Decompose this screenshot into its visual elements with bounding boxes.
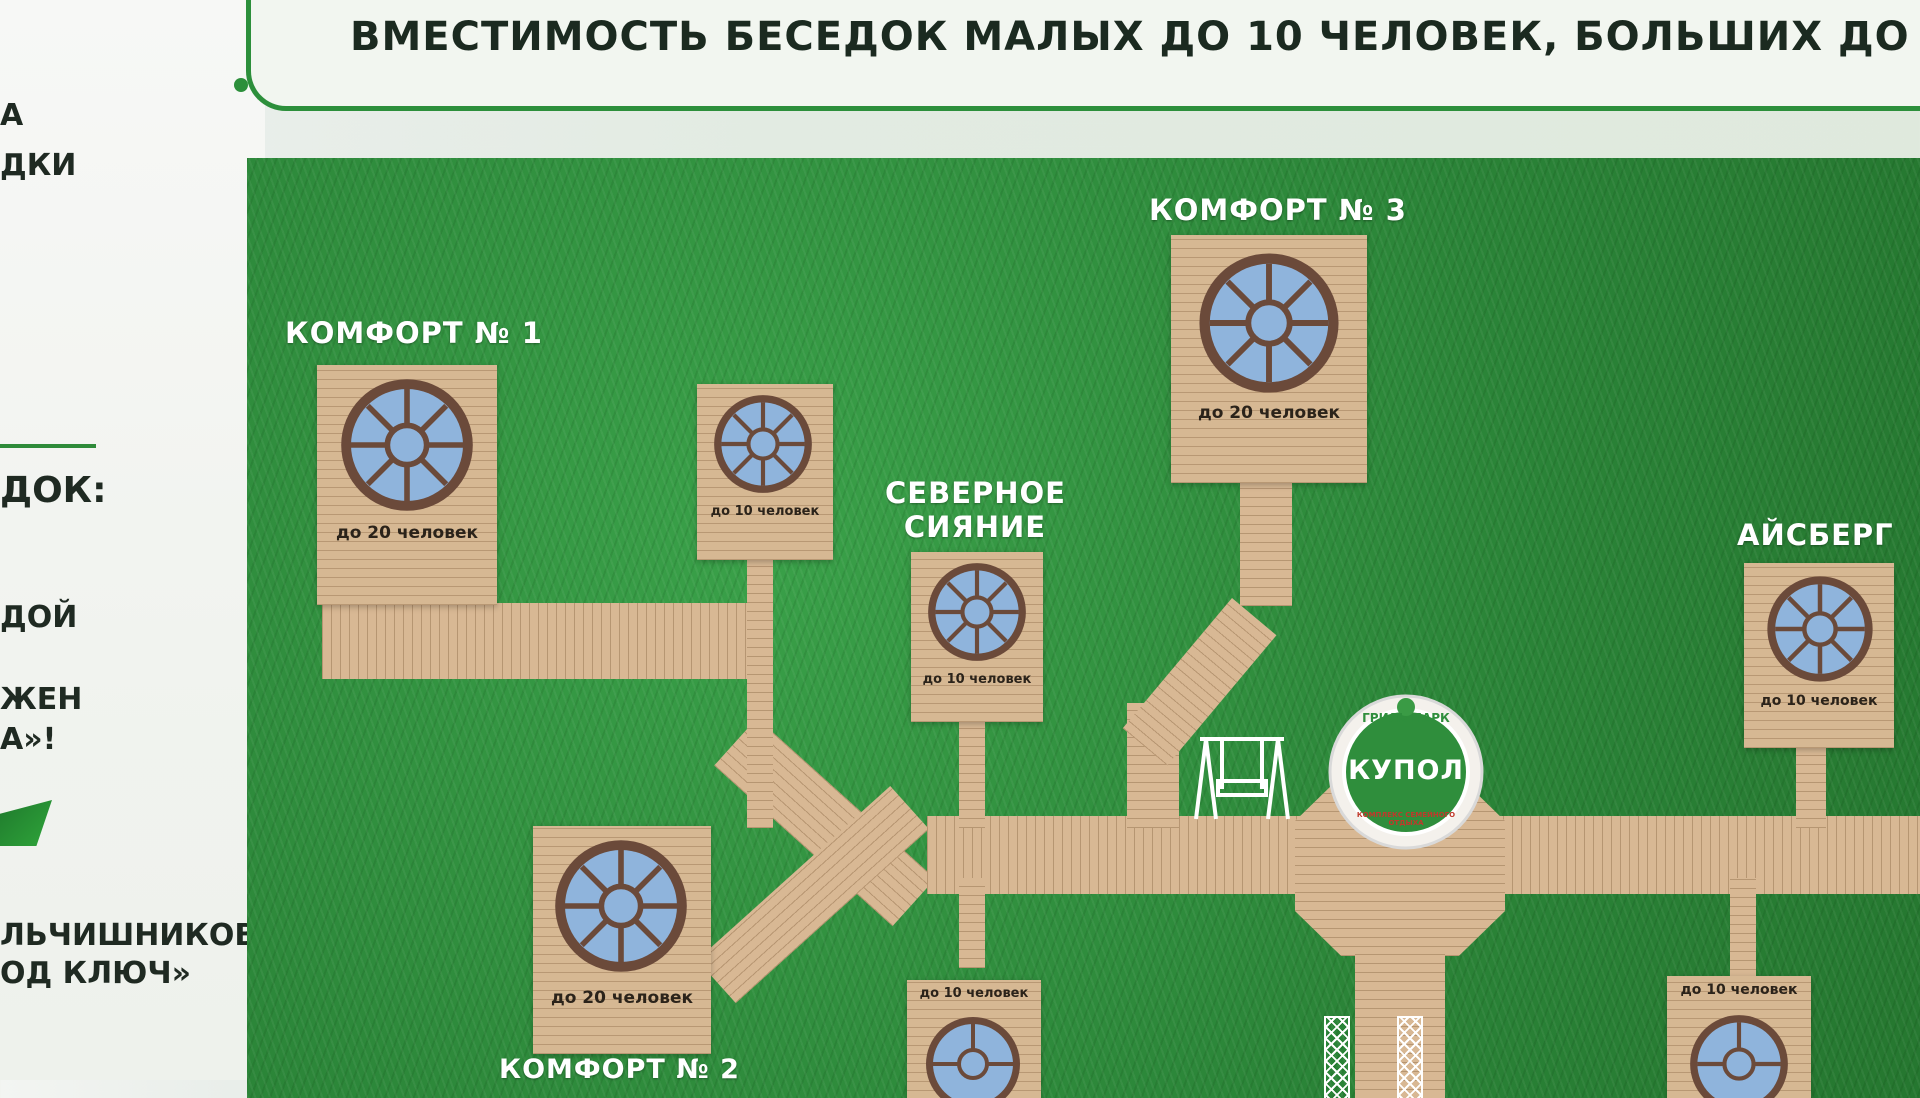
gazebo-small-2: до 10 человек [907,980,1041,1098]
gazebo-severnoe-siyanie: до 10 человек [911,552,1043,722]
banner-title: ВМЕСТИМОСТЬ БЕСЕДОК МАЛЫХ ДО 10 ЧЕЛОВЕК,… [350,14,1920,60]
left-heading: ДОК: [0,470,107,511]
banner-dot [234,78,248,92]
gazebo-name-aisberg: АЙСБЕРГ [1737,518,1894,552]
left-text-5: А»! [0,722,56,757]
gazebo-small-1: до 10 человек [697,384,833,560]
walkway-stem-3 [959,718,985,828]
left-divider [0,444,96,448]
gazebo-roof-icon [1195,249,1343,397]
gazebo-capacity: до 10 человек [907,986,1041,1001]
walkway-left [322,603,772,679]
gazebo-roof-icon [1764,573,1876,685]
left-text-6: ЛЬЧИШНИКОВ, [0,918,269,953]
left-text-4: ЖЕН [0,682,82,717]
gazebo-capacity: до 10 человек [697,504,833,519]
gazebo-capacity: до 20 человек [533,988,711,1008]
swing-icon [1192,733,1292,821]
kupol-name: КУПОЛ [1327,755,1485,786]
gazebo-roof-icon [925,560,1029,664]
gazebo-roof-icon [711,392,815,496]
gazebo-komfort-3: до 20 человек [1171,235,1367,483]
walkway-stem-7 [959,878,985,968]
left-text-3: ДОЙ [0,600,77,635]
pergola-right [1397,1016,1423,1098]
kupol-top-text: ГРИЛЬ ПАРК [1327,711,1485,725]
gazebo-name-komfort-3: КОМФОРТ № 3 [1149,193,1407,227]
left-info-panel: А ДКИ ДОК: ДОЙ ЖЕН А»! ЛЬЧИШНИКОВ, ОД КЛ… [0,0,265,1080]
gazebo-komfort-1: до 20 человек [317,365,497,605]
gazebo-capacity: до 20 человек [1171,403,1367,423]
gazebo-capacity: до 10 человек [1667,982,1811,998]
gazebo-name-komfort-1: КОМФОРТ № 1 [285,316,543,350]
park-map: КОМФОРТ № 1 до 20 человек до 10 человек … [247,158,1920,1098]
gazebo-name-severnoe: СЕВЕРНОЕ [885,476,1065,510]
gazebo-name-komfort-2: КОМФОРТ № 2 [499,1054,740,1085]
gazebo-komfort-2: до 20 человек [533,826,711,1054]
gazebo-capacity: до 20 человек [317,523,497,543]
left-text-1: А [0,98,23,133]
gazebo-name-siyanie: СИЯНИЕ [885,510,1065,544]
walkway-stem-5 [1796,748,1826,828]
gazebo-capacity: до 10 человек [911,672,1043,687]
left-text-2: ДКИ [0,148,76,183]
pergola-left [1324,1016,1350,1098]
gazebo-aisberg: до 10 человек [1744,563,1894,748]
gazebo-roof-icon [337,375,477,515]
kupol-logo: ГРИЛЬ ПАРК КУПОЛ КОМПЛЕКС СЕМЕЙНОГО ОТДЫ… [1327,693,1485,851]
walkway-stem-2 [747,558,773,828]
gazebo-roof-icon [551,836,691,976]
gazebo-roof-icon [1687,1012,1791,1098]
walkway-stem-4 [1240,476,1292,606]
walkway-stem-8 [1730,878,1756,988]
gazebo-roof-icon [923,1014,1023,1098]
leaf-icon [0,800,52,846]
left-text-7: ОД КЛЮЧ» [0,956,191,991]
gazebo-capacity: до 10 человек [1744,693,1894,709]
kupol-bottom-text: КОМПЛЕКС СЕМЕЙНОГО ОТДЫХА [1341,811,1471,827]
